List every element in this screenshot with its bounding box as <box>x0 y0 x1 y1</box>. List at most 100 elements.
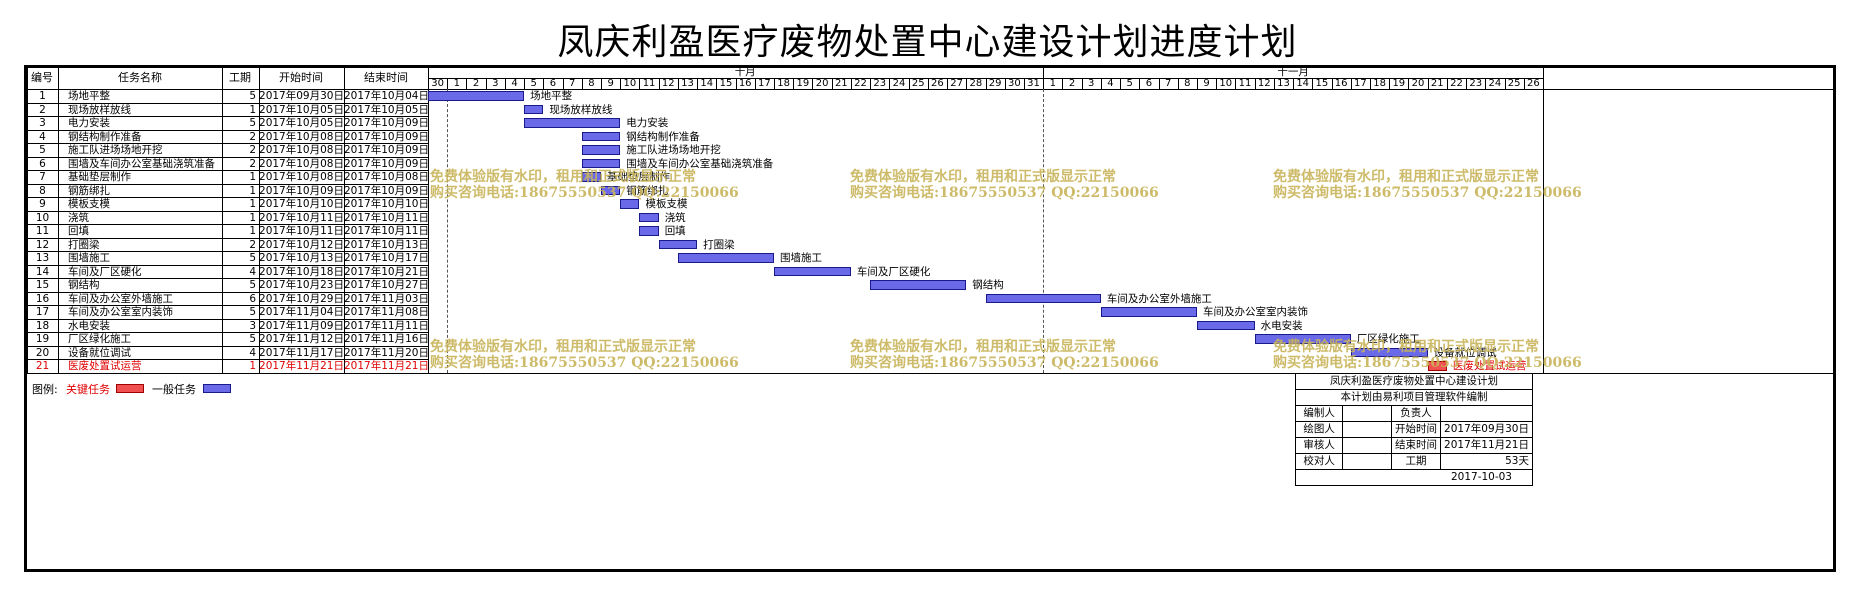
task-bar-label: 水电安装 <box>1260 319 1303 332</box>
day-divider <box>735 78 737 89</box>
task-no: 17 <box>35 306 50 318</box>
day-label: 7 <box>568 78 576 89</box>
task-duration: 2 <box>249 238 256 251</box>
info-duration-value: 53天 <box>1440 453 1533 470</box>
header-no: 编号 <box>31 71 53 84</box>
day-divider <box>1177 78 1179 89</box>
task-no: 20 <box>35 346 50 359</box>
task-duration: 4 <box>249 265 256 278</box>
task-duration: 2 <box>249 144 256 156</box>
task-name: 回填 <box>68 225 89 237</box>
day-divider <box>908 78 910 89</box>
month-label: 十月 <box>734 66 756 78</box>
task-start: 2017年10月11日 <box>259 211 344 224</box>
row-divider <box>27 102 428 104</box>
task-name: 浇筑 <box>68 211 89 224</box>
task-bar-label: 医废处置试运营 <box>1452 360 1527 372</box>
task-bar-label: 现场放样放线 <box>549 103 613 116</box>
day-divider <box>677 78 679 89</box>
row-divider <box>27 143 428 144</box>
day-divider <box>927 78 929 89</box>
task-end: 2017年10月10日 <box>344 198 428 210</box>
task-name: 围墙及车间办公室基础浇筑准备 <box>68 157 215 170</box>
task-duration: 6 <box>249 292 256 305</box>
info-drafter: 绘图人 <box>1294 421 1344 438</box>
day-label: 20 <box>1411 78 1425 89</box>
day-label: 14 <box>1296 78 1310 89</box>
task-bar <box>524 104 544 114</box>
day-label: 14 <box>700 78 714 89</box>
task-end: 2017年10月04日 <box>344 90 428 102</box>
task-no: 5 <box>39 144 46 156</box>
day-divider <box>1389 78 1391 89</box>
day-label: 3 <box>492 78 499 89</box>
legend-label: 图例: <box>32 383 58 396</box>
task-name: 水电安装 <box>68 319 110 332</box>
month-boundary <box>447 89 449 373</box>
day-divider <box>870 78 872 89</box>
day-label: 16 <box>738 78 752 89</box>
task-start: 2017年10月10日 <box>259 198 344 210</box>
day-label: 21 <box>834 78 848 89</box>
task-no: 7 <box>39 171 46 183</box>
task-no: 14 <box>35 265 50 278</box>
row-divider <box>27 210 428 212</box>
info-end-value: 2017年11月21日 <box>1440 437 1533 454</box>
task-bar <box>774 266 851 276</box>
task-name: 施工队进场场地开挖 <box>68 144 163 156</box>
day-divider <box>1485 78 1487 89</box>
row-divider <box>27 251 428 252</box>
info-start-label: 开始时间 <box>1391 421 1442 438</box>
task-duration: 1 <box>249 198 256 210</box>
task-name: 设备就位调试 <box>68 346 131 359</box>
day-label: 3 <box>1088 78 1095 89</box>
task-start: 2017年11月04日 <box>259 306 344 318</box>
task-bar-label: 围墙及车间办公室基础浇筑准备 <box>626 157 774 170</box>
day-label: 18 <box>1373 78 1386 89</box>
day-label: 4 <box>1107 78 1114 89</box>
day-label: 1 <box>1049 78 1056 89</box>
legend-normal-swatch <box>203 384 231 393</box>
task-end: 2017年10月09日 <box>344 130 428 143</box>
info-software: 本计划由易利项目管理软件编制 <box>1295 389 1533 406</box>
day-divider <box>1504 78 1506 89</box>
task-bar <box>601 185 621 195</box>
task-bar-label: 电力安装 <box>626 117 669 129</box>
day-divider <box>812 78 814 89</box>
task-end: 2017年11月20日 <box>344 346 428 359</box>
row-divider <box>27 224 428 225</box>
day-label: 5 <box>1126 78 1133 89</box>
row-divider <box>27 116 428 117</box>
task-bar <box>1196 320 1255 330</box>
task-start: 2017年10月08日 <box>259 171 344 183</box>
task-no: 4 <box>39 130 46 143</box>
day-divider <box>947 78 949 89</box>
task-start: 2017年10月09日 <box>259 184 344 197</box>
row-divider <box>27 183 428 185</box>
day-label: 12 <box>661 78 675 89</box>
column-divider <box>259 68 260 373</box>
day-divider <box>1139 78 1141 89</box>
task-bar-label: 打圈梁 <box>703 238 735 251</box>
header-start: 开始时间 <box>279 71 323 84</box>
day-label: 13 <box>681 78 694 89</box>
task-end: 2017年11月03日 <box>344 292 428 305</box>
info-duration-label: 工期 <box>1391 453 1442 470</box>
task-bar <box>639 226 659 236</box>
day-divider <box>716 78 718 89</box>
day-divider <box>754 78 756 89</box>
day-label: 15 <box>1315 78 1329 89</box>
day-label: 17 <box>758 78 771 89</box>
task-start: 2017年10月13日 <box>259 252 344 264</box>
task-bar-label: 钢筋绑扎 <box>626 184 669 197</box>
task-bar-label: 基础垫层制作 <box>607 171 671 183</box>
day-divider <box>466 78 468 89</box>
task-name: 钢结构 <box>68 279 100 291</box>
day-label: 9 <box>607 78 614 89</box>
day-divider <box>1100 78 1102 89</box>
day-label: 19 <box>1392 78 1406 89</box>
header-name: 任务名称 <box>118 71 162 84</box>
task-duration: 5 <box>249 90 256 102</box>
day-label: 26 <box>1527 78 1540 89</box>
task-name: 车间及厂区硬化 <box>68 265 142 278</box>
